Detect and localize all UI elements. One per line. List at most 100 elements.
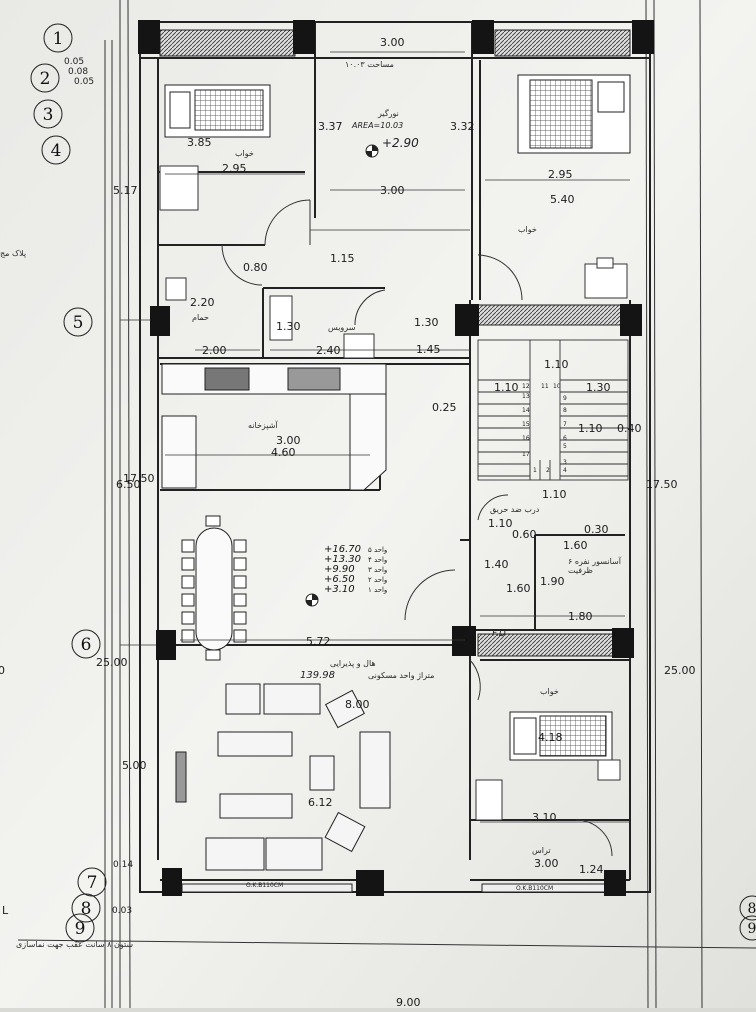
offset-3: 0.05 xyxy=(74,77,94,87)
bed-top-right xyxy=(517,74,631,154)
level-value: +6.50 xyxy=(324,574,355,585)
level-unit: واحد ۱ xyxy=(368,586,387,594)
dim-wc-3: 1.30 xyxy=(414,316,439,329)
level-unit: واحد ۳ xyxy=(368,566,387,574)
step-number: 15 xyxy=(522,421,530,428)
edge-marker-label: 9 xyxy=(748,921,756,937)
dim-elev-4: 1.60 xyxy=(506,582,531,595)
dim-elev-5: 1.80 xyxy=(568,610,593,623)
door-swings xyxy=(221,199,613,857)
grid-marker-label: 1 xyxy=(53,29,64,49)
dim-bed-br-1: 4.18 xyxy=(538,731,563,744)
dim-elev-1: 1.60 xyxy=(563,539,588,552)
grid-marker-label: 2 xyxy=(40,69,51,89)
step-number: 17 xyxy=(522,451,530,458)
grid-marker-6: 6 xyxy=(71,629,101,659)
grid-marker-3: 3 xyxy=(33,99,63,129)
dim-kitchen-1: 3.00 xyxy=(276,434,301,447)
step-number: 11 xyxy=(541,383,549,390)
lightwell-note: مساحت ۱۰.۰۳ xyxy=(345,60,394,69)
dim-hall-3: 5.00 xyxy=(122,759,147,772)
edge-marker-8: 8 xyxy=(739,895,756,921)
text-hall: 5.72 هال و پذیرایی متراژ واحد مسکونی 139… xyxy=(122,635,434,809)
ok-right: O.K.B110CM xyxy=(516,885,553,892)
step-number: 9 xyxy=(563,395,567,402)
text-bath: 0.80 1.15 2.20 حمام 2.00 1.30 سرویس 2.40… xyxy=(0,249,441,357)
columns xyxy=(138,20,654,896)
edge-marker-label: 8 xyxy=(748,901,756,917)
offset-b1: 0.14 xyxy=(113,860,133,870)
dim-bath-door: 0.80 xyxy=(243,261,268,274)
level-entry: +16.70 واحد ۵ xyxy=(324,544,387,555)
level-unit: واحد ۵ xyxy=(368,546,387,554)
label-wc: سرویس xyxy=(328,323,356,332)
label-elevator: آسانسور نفره ۶ xyxy=(568,556,622,566)
text-kitchen: آشپزخانه 3.00 4.60 6.50 xyxy=(116,420,301,491)
fd-label: F.D xyxy=(492,629,506,639)
kitchen-counters xyxy=(161,363,387,491)
dim-bed-tr-1: 2.95 xyxy=(548,168,573,181)
edge-marker-9: 9 xyxy=(739,915,756,941)
hall-area-label: متراژ واحد مسکونی xyxy=(368,671,434,680)
text-top: 3.00 مساحت ۱۰.۰۳ نورگیر AREA=10.03 +2.90… xyxy=(113,36,575,234)
step-number: 4 xyxy=(563,467,567,474)
boundary-lines xyxy=(17,0,756,1009)
grid-marker-label: 8 xyxy=(81,899,92,919)
dim-bed-tr-2: 5.40 xyxy=(550,193,575,206)
dim-hall-2: 8.00 xyxy=(345,698,370,711)
dim-stair-1: 1.10 xyxy=(544,358,569,371)
label-elevator-sub: ظرفیت xyxy=(568,566,593,575)
grid-marker-label: 9 xyxy=(75,919,86,939)
level-unit: واحد ۴ xyxy=(368,556,387,564)
offset-1: 0.05 xyxy=(64,57,84,67)
column-note: ستون ۸ سانت عقب جهت نماسازی xyxy=(16,940,133,949)
step-number: 3 xyxy=(563,459,567,466)
bottom-cut: 9.00 xyxy=(396,996,421,1008)
level-value: +16.70 xyxy=(324,544,361,555)
dim-lightwell-right: 3.32 xyxy=(450,120,475,133)
dim-stair-9: 0.30 xyxy=(584,523,609,536)
label-bath: حمام xyxy=(192,313,209,322)
bed-bottom-right xyxy=(509,711,613,761)
grid-marker-1: 1 xyxy=(43,23,73,53)
dim-lightwell-left: 3.37 xyxy=(318,120,343,133)
dim-wc-4: 1.45 xyxy=(416,343,441,356)
staircase xyxy=(477,339,629,481)
level-entry: +13.30 واحد ۴ xyxy=(324,554,387,565)
dim-elev-3: 1.40 xyxy=(484,558,509,571)
dim-bed-tl-1: 3.85 xyxy=(187,136,212,149)
dim-bath-corr: 1.15 xyxy=(330,252,355,265)
dim-terrace-1: 3.00 xyxy=(534,857,559,870)
lightwell-area: AREA=10.03 xyxy=(351,121,403,130)
dim-terrace-2: 1.24 xyxy=(579,863,604,876)
lightwell-title: نورگیر xyxy=(377,108,399,118)
dim-wc-2: 2.40 xyxy=(316,344,341,357)
step-number: 6 xyxy=(563,435,567,442)
dim-kitchen-3: 6.50 xyxy=(116,478,141,491)
level-value: +13.30 xyxy=(324,554,361,565)
step-number: 5 xyxy=(563,443,567,450)
grid-marker-2: 2 xyxy=(30,63,60,93)
label-terrace: تراس xyxy=(532,846,551,855)
dim-stair-10: 0.60 xyxy=(512,528,537,541)
dim-lightwell-bottom: 3.00 xyxy=(380,184,405,197)
label-bed-br: خواب xyxy=(540,687,559,696)
text-bottom: O.K.B110CM O.K.B110CM ستون ۸ سانت عقب جه… xyxy=(0,664,553,1009)
dim-bed-br-2: 3.10 xyxy=(532,811,557,824)
grid-marker-label: 3 xyxy=(43,105,54,125)
dim-stair-3: 1.30 xyxy=(586,381,611,394)
ok-left: O.K.B110CM xyxy=(246,882,283,889)
windows xyxy=(159,29,631,893)
step-number: 16 xyxy=(522,435,530,442)
bed-top-left xyxy=(164,84,271,138)
grid-marker-7: 7 xyxy=(77,867,107,897)
dim-lightwell-top: 3.00 xyxy=(380,36,405,49)
misc-furniture xyxy=(159,165,628,821)
grid-marker-label: 5 xyxy=(73,313,84,333)
step-number: 8 xyxy=(563,407,567,414)
grid-marker-5: 5 xyxy=(63,307,93,337)
hall-area: 139.98 xyxy=(300,670,335,681)
step-number: 13 xyxy=(522,393,530,400)
